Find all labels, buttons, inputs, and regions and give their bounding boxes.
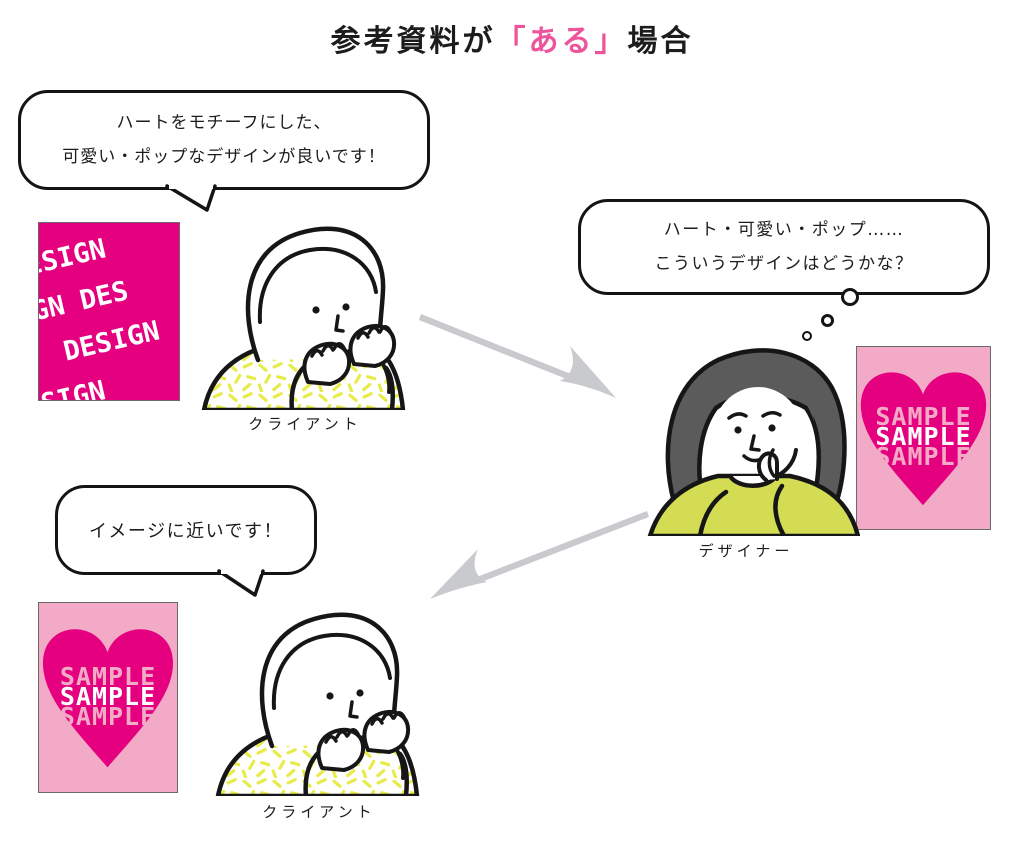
page-title: 参考資料が「ある」場合 — [0, 16, 1024, 60]
thought-dot-icon — [802, 331, 812, 341]
client-reply-speech-bubble: イメージに近いです！ — [55, 485, 317, 597]
sample-word: SAMPLE — [875, 442, 972, 471]
designer-label: デザイナー — [698, 542, 794, 560]
title-highlight: 「ある」 — [495, 24, 628, 59]
client-hand — [302, 341, 352, 386]
client-figure — [215, 612, 420, 796]
thought-line-2: こういうデザインはどうかな？ — [654, 254, 914, 274]
client-request-speech-bubble: ハートをモチーフにした、 可愛い・ポップなデザインが良いです！ — [18, 90, 430, 212]
sample-poster-text: SAMPLE SAMPLE SAMPLE — [857, 402, 990, 471]
designer-face — [713, 387, 803, 481]
designer-thought-bubble: ハート・可愛い・ポップ…… こういうデザインはどうかな？ — [578, 199, 990, 295]
client-label: クライアント — [262, 803, 376, 821]
client-hand — [362, 709, 411, 754]
sample-poster-text: SAMPLE SAMPLE SAMPLE — [39, 662, 177, 731]
client-hand — [316, 727, 366, 772]
client-figure — [201, 226, 406, 410]
title-suffix: 場合 — [627, 24, 694, 59]
title-prefix: 参考資料が — [330, 24, 496, 59]
arrow-to-designer-head-icon — [560, 346, 616, 398]
heart-icon — [43, 629, 173, 768]
request-line-2: 可愛い・ポップなデザインが良いです！ — [62, 147, 386, 167]
speech-tail-icon — [217, 569, 265, 597]
designer-illustration — [647, 348, 860, 536]
reply-line-1: イメージに近いです！ — [88, 521, 284, 542]
designer-figure — [647, 348, 860, 536]
speech-tail-icon — [165, 184, 217, 212]
sample-word: SAMPLE — [875, 402, 972, 431]
sample-word: SAMPLE — [59, 682, 157, 711]
arrow-to-designer-icon — [419, 314, 591, 388]
design-poster-text: DESIGN SIGN DES DESIGN ESIGN — [39, 223, 179, 400]
arrow-to-client-icon — [469, 511, 649, 586]
sample-heart-poster: SAMPLE SAMPLE SAMPLE — [38, 602, 178, 793]
thought-dot-icon — [821, 314, 834, 327]
client-illustration — [215, 612, 420, 796]
client-hand — [348, 323, 397, 368]
arrow-to-client-head-icon — [430, 549, 487, 599]
sample-word: SAMPLE — [875, 422, 972, 451]
sample-word: SAMPLE — [59, 702, 157, 731]
client-label: クライアント — [248, 415, 362, 433]
sample-word: SAMPLE — [59, 662, 157, 691]
client-illustration — [201, 226, 406, 410]
request-line-1: ハートをモチーフにした、 — [116, 113, 332, 133]
heart-icon — [860, 372, 987, 506]
thought-line-1: ハート・可愛い・ポップ…… — [663, 220, 905, 240]
thought-dot-icon — [841, 288, 859, 306]
design-reference-poster: DESIGN SIGN DES DESIGN ESIGN — [38, 222, 180, 401]
sample-heart-poster: SAMPLE SAMPLE SAMPLE — [856, 346, 991, 530]
